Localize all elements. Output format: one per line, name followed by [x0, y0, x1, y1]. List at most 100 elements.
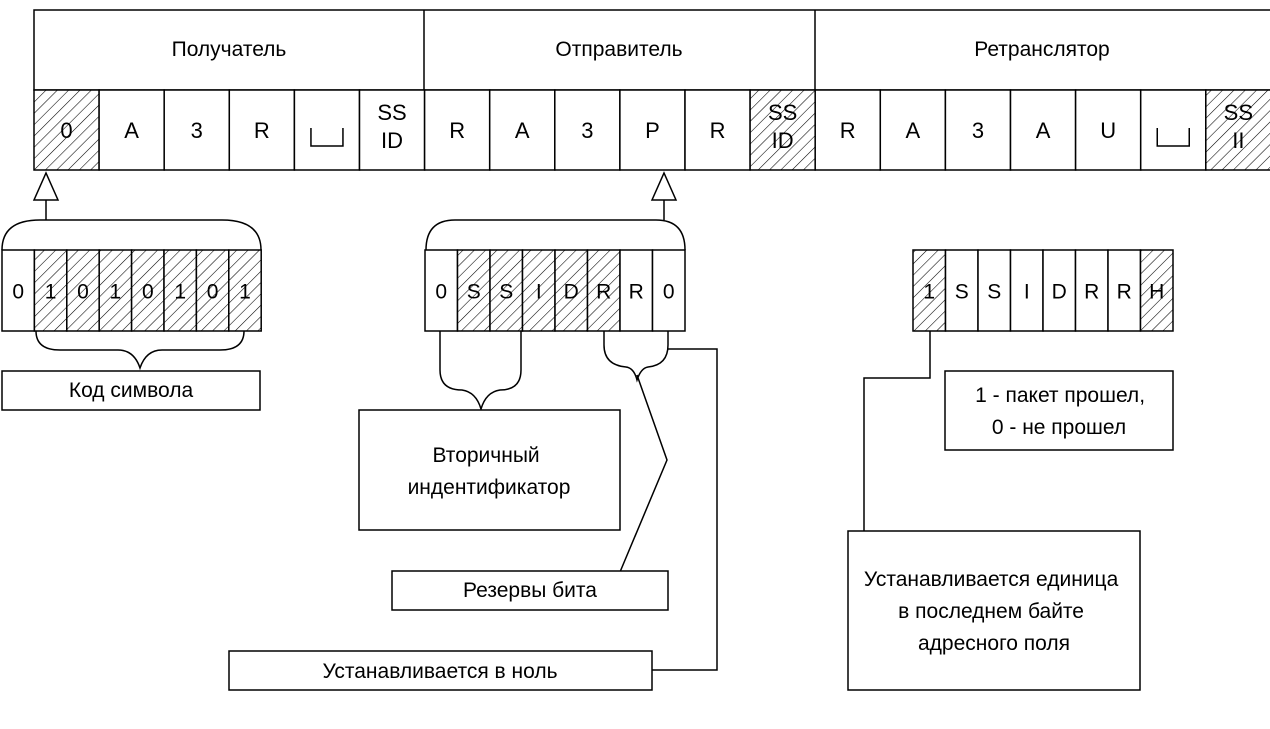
- address-cell-recipient-1: A: [98, 89, 165, 171]
- byte-rep-bit-4: D: [1042, 249, 1077, 332]
- address-cell-text: A: [124, 118, 139, 143]
- char-code-label-box: [1, 370, 261, 411]
- address-cell-text: R: [840, 118, 856, 143]
- bit-text: S: [467, 281, 481, 304]
- address-cell-text: ID: [772, 128, 794, 153]
- address-cell-text: ID: [381, 128, 403, 153]
- bit-text: 1: [45, 281, 57, 304]
- byte-char-bit-4: 0: [130, 249, 165, 332]
- address-cell-text: A: [906, 118, 921, 143]
- reserve-bits-label: Резервы бита: [463, 579, 597, 602]
- bit-text: S: [499, 281, 513, 304]
- bit-text: R: [629, 281, 644, 304]
- passed-note-box: [944, 370, 1174, 451]
- header-frame: [33, 9, 1270, 91]
- address-cell-text: R: [710, 118, 726, 143]
- byte-rep-bit-6: R: [1107, 249, 1142, 332]
- char-byte-bottom-brace: [35, 330, 245, 371]
- arrow-to-recipient-first-byte: [32, 171, 60, 220]
- address-cell-text: 3: [191, 118, 203, 143]
- address-cell-text: 3: [581, 118, 593, 143]
- address-cell-text: II: [1232, 128, 1244, 153]
- address-cell-repeater-6: SS II: [1205, 89, 1270, 171]
- section-recipient-label: Получатель: [172, 38, 287, 61]
- address-cell-row: 0 A 3 R SS ID R A 3 P R SS ID R A 3 A U SS II: [33, 89, 1270, 171]
- address-cell-recipient-4: [293, 89, 361, 171]
- address-cell-sender-2: 3: [554, 89, 621, 171]
- address-cell-repeater-4: U: [1074, 89, 1142, 171]
- address-cell-sender-3: P: [619, 89, 686, 171]
- address-cell-repeater-2: 3: [944, 89, 1012, 171]
- address-cell-recipient-0: 0: [33, 89, 100, 171]
- address-cell-text: R: [254, 118, 270, 143]
- bit-text: S: [955, 281, 969, 304]
- address-cell-text: A: [515, 118, 530, 143]
- bit-text: D: [564, 281, 579, 304]
- secondary-id-brace: [439, 331, 522, 412]
- address-cell-text: 0: [60, 118, 72, 143]
- byte-rep-bit-2: S: [977, 249, 1012, 332]
- section-sender-label: Отправитель: [555, 38, 682, 61]
- address-cell-text: 3: [972, 118, 984, 143]
- byte-rep-bit-3: I: [1009, 249, 1044, 332]
- bit-text: 0: [12, 281, 24, 304]
- byte-char-bit-0: 0: [1, 249, 36, 332]
- bit-text: 1: [923, 281, 935, 304]
- byte-ssid-bit-2: S: [489, 249, 524, 332]
- byte-char-bit-5: 1: [163, 249, 198, 332]
- bit-text: 0: [142, 281, 154, 304]
- bit-text: 1: [110, 281, 122, 304]
- last-byte-note-label: Устанавливается единица в последнем байт…: [864, 568, 1124, 655]
- byte-rep-bit-7: H: [1139, 249, 1174, 332]
- address-cell-text: R: [449, 118, 465, 143]
- byte-ssid-bit-3: I: [521, 249, 556, 332]
- char-byte-top-brace: [1, 219, 262, 251]
- bit-text: R: [596, 281, 611, 304]
- bit-text: 0: [435, 281, 447, 304]
- byte-ssid-bit-6: R: [619, 249, 654, 332]
- address-cell-sender-4: R: [684, 89, 751, 171]
- last-byte-leader: [863, 331, 931, 531]
- bit-text: 1: [174, 281, 186, 304]
- bit-text: 1: [239, 281, 251, 304]
- reserve-bits-brace: [603, 331, 669, 383]
- set-zero-leader: [652, 348, 718, 671]
- set-zero-box: [228, 650, 653, 691]
- address-cell-repeater-0: R: [814, 89, 882, 171]
- byte-ssid-bit-1: S: [456, 249, 491, 332]
- secondary-id-label: Вторичный индентификатор: [408, 444, 571, 499]
- address-cell-text: U: [1100, 118, 1116, 143]
- bit-text: I: [1024, 281, 1030, 304]
- byte-char-bit-6: 0: [195, 249, 230, 332]
- address-cell-repeater-3: A: [1009, 89, 1077, 171]
- address-cell-sender-0: R: [423, 89, 491, 171]
- address-cell-recipient-5: SS ID: [358, 89, 426, 171]
- address-cell-text: P: [645, 118, 660, 143]
- section-repeater-label: Ретранслятор: [974, 38, 1110, 61]
- bit-text: H: [1149, 281, 1164, 304]
- set-zero-label: Устанавливается в ноль: [322, 660, 557, 683]
- bit-text: D: [1052, 281, 1067, 304]
- byte-ssid-bit-5: R: [586, 249, 621, 332]
- bit-text: R: [1117, 281, 1132, 304]
- byte-char-bit-3: 1: [98, 249, 133, 332]
- byte-ssid-bit-0: 0: [424, 249, 459, 332]
- address-cell-text: A: [1036, 118, 1051, 143]
- address-cell-text: SS: [377, 100, 406, 125]
- byte-rep-bit-0: 1: [912, 249, 947, 332]
- header-row: Получатель Отправитель Ретранслятор: [33, 9, 1270, 91]
- address-cell-repeater-5: [1139, 89, 1207, 171]
- bit-text: 0: [663, 281, 675, 304]
- address-cell-repeater-1: A: [879, 89, 947, 171]
- char-code-label: Код символа: [69, 379, 194, 402]
- bit-text: I: [536, 281, 542, 304]
- bit-text: S: [987, 281, 1001, 304]
- address-cell-text: SS: [1224, 100, 1253, 125]
- last-byte-note-box: [847, 530, 1141, 691]
- reserve-bits-leader: [619, 374, 668, 573]
